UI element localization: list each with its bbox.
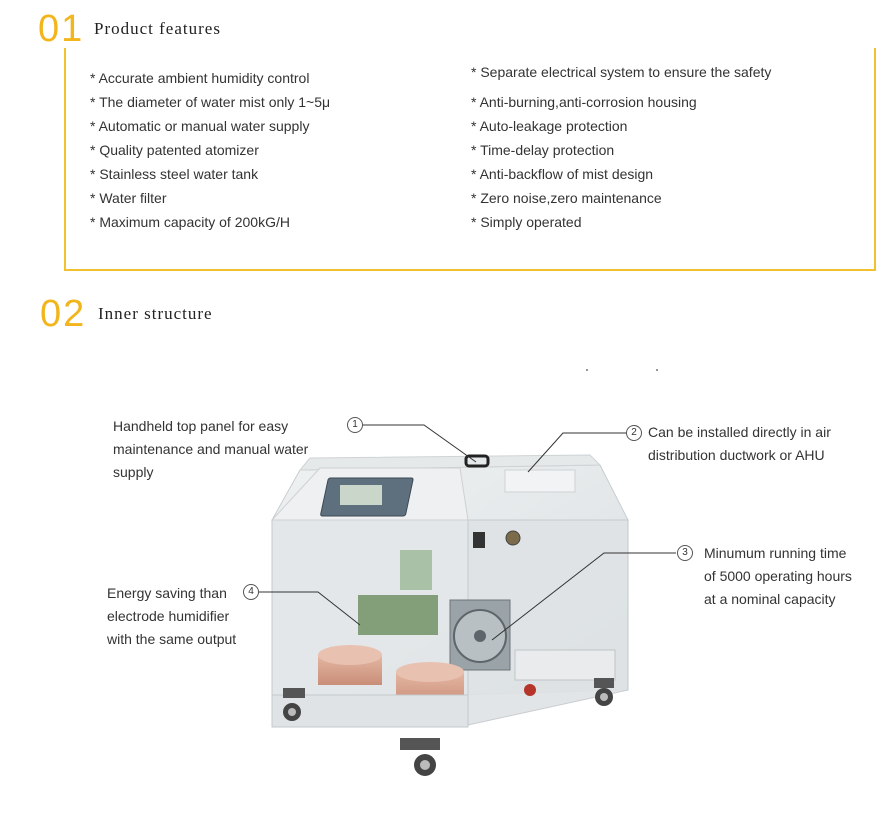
section-number-02: 02 <box>40 293 87 335</box>
callout-line: with the same output <box>107 631 237 647</box>
section-title-inner-structure: Inner structure <box>98 304 213 323</box>
callout-marker-1: 1 <box>347 417 363 433</box>
callout-marker-4: 4 <box>243 584 259 600</box>
section-number-01: 01 <box>38 8 85 50</box>
feature-item: * Anti-backflow of mist design <box>471 166 654 182</box>
callout-line: Can be installed directly in air <box>648 424 831 440</box>
callout-text-1: Handheld top panel for easy maintenance … <box>113 415 308 484</box>
callout-text-4: Energy saving than electrode humidifier … <box>107 582 236 651</box>
feature-item: * Stainless steel water tank <box>90 166 259 182</box>
callout-line: maintenance and manual water <box>113 441 309 457</box>
feature-item: * Simply operated <box>471 214 582 230</box>
callout-text-2: Can be installed directly in air distrib… <box>648 421 831 467</box>
feature-item: * Maximum capacity of 200kG/H <box>90 214 290 230</box>
feature-item: * Accurate ambient humidity control <box>90 70 310 86</box>
feature-item: * Water filter <box>90 190 167 206</box>
callout-line: at a nominal capacity <box>704 591 836 607</box>
feature-item: * Separate electrical system to ensure t… <box>471 64 772 80</box>
feature-item: * Anti-burning,anti-corrosion housing <box>471 94 697 110</box>
feature-list-left: * Accurate ambient humidity control * Th… <box>90 66 330 234</box>
callout-line: distribution ductwork or AHU <box>648 447 825 463</box>
decorative-dot <box>586 369 588 371</box>
callout-text-3: Minumum running time of 5000 operating h… <box>704 542 852 611</box>
feature-item: * Auto-leakage protection <box>471 118 628 134</box>
decorative-dot <box>656 369 658 371</box>
feature-item: * Automatic or manual water supply <box>90 118 310 134</box>
callout-line: Minumum running time <box>704 545 847 561</box>
feature-item: * Quality patented atomizer <box>90 142 259 158</box>
callout-line: Energy saving than <box>107 585 227 601</box>
feature-item: * The diameter of water mist only 1~5μ <box>90 94 331 110</box>
feature-item: * Time-delay protection <box>471 142 615 158</box>
feature-list-right: * Separate electrical system to ensure t… <box>471 60 771 234</box>
callout-line: Handheld top panel for easy <box>113 418 289 434</box>
callout-marker-2: 2 <box>626 425 642 441</box>
callout-line: electrode humidifier <box>107 608 230 624</box>
callout-line: supply <box>113 464 154 480</box>
callout-line: of 5000 operating hours <box>704 568 852 584</box>
callout-marker-3: 3 <box>677 545 693 561</box>
section-title-product-features: Product features <box>94 19 221 38</box>
feature-item: * Zero noise,zero maintenance <box>471 190 662 206</box>
features-frame <box>64 48 876 271</box>
